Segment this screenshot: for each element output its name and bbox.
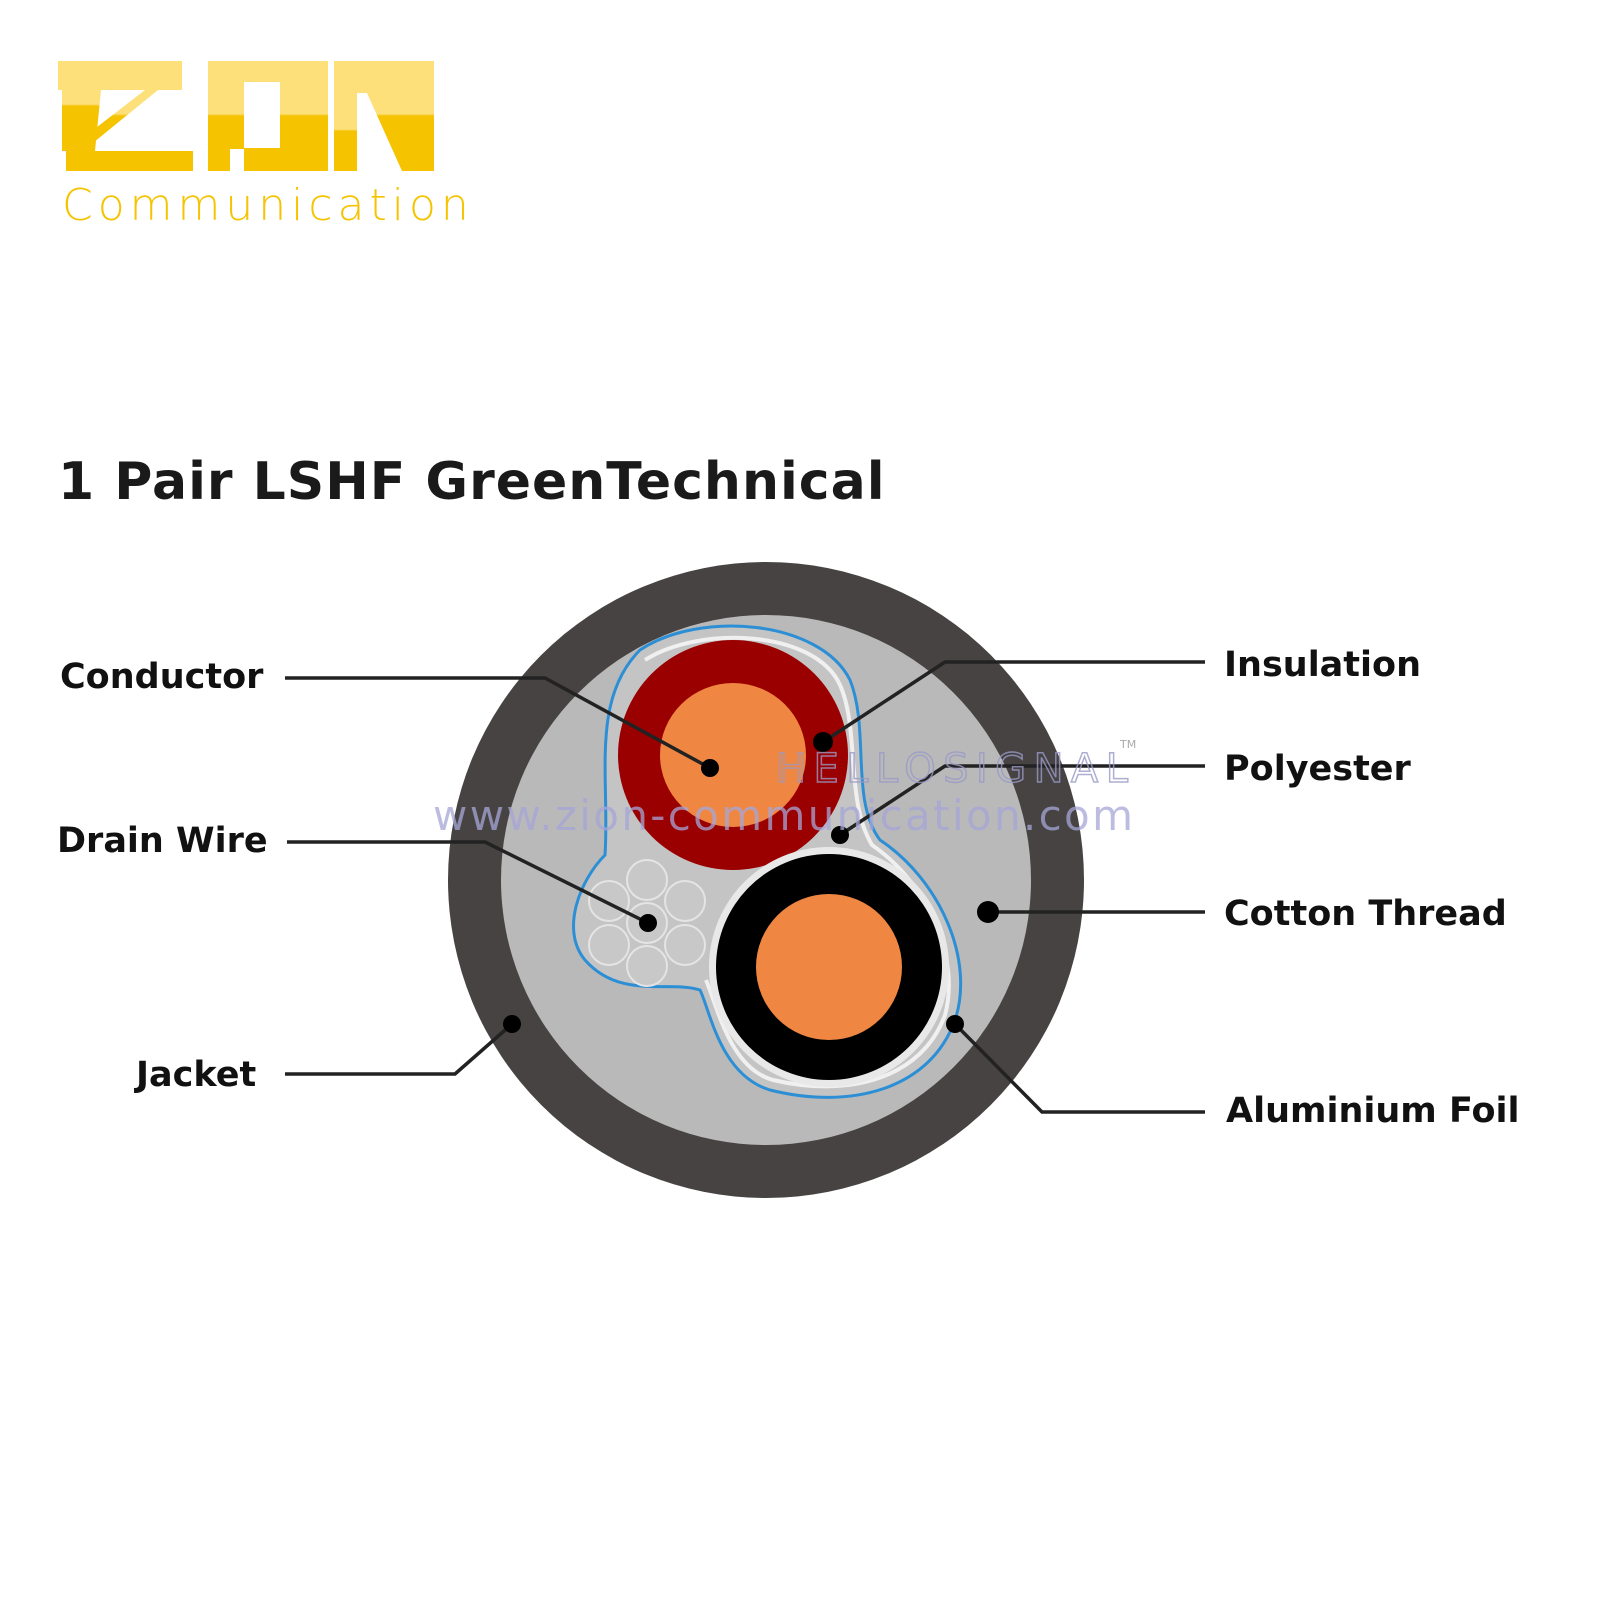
label-drain-wire: Drain Wire [57, 821, 268, 861]
logo-subtitle: Communication [62, 180, 474, 231]
insulation-leader [822, 660, 1205, 744]
polyester-leader [839, 764, 1205, 837]
watermark-brand: HELLOSIGNAL [776, 746, 1129, 792]
label-insulation: Insulation [1224, 645, 1421, 685]
label-jacket: Jacket [134, 1055, 256, 1095]
label-conductor: Conductor [60, 657, 264, 697]
zion-logo [58, 61, 434, 171]
label-polyester: Polyester [1224, 749, 1412, 789]
red-conductor-copper [660, 683, 806, 827]
drain-wire-strands [588, 859, 706, 987]
drain-wire-leader [287, 840, 649, 925]
conductor-leader [285, 676, 711, 770]
watermark-url: www.zion-communication.com [433, 791, 1133, 840]
label-cotton-thread: Cotton Thread [1224, 894, 1507, 934]
diagram-title: 1 Pair LSHF GreenTechnical [58, 452, 886, 512]
aluminium-foil-leader [953, 1022, 1205, 1114]
jacket-leader [285, 1022, 514, 1076]
label-aluminium-foil: Aluminium Foil [1226, 1091, 1519, 1131]
black-conductor-copper [756, 894, 902, 1040]
watermark-tm: TM [1119, 738, 1136, 751]
